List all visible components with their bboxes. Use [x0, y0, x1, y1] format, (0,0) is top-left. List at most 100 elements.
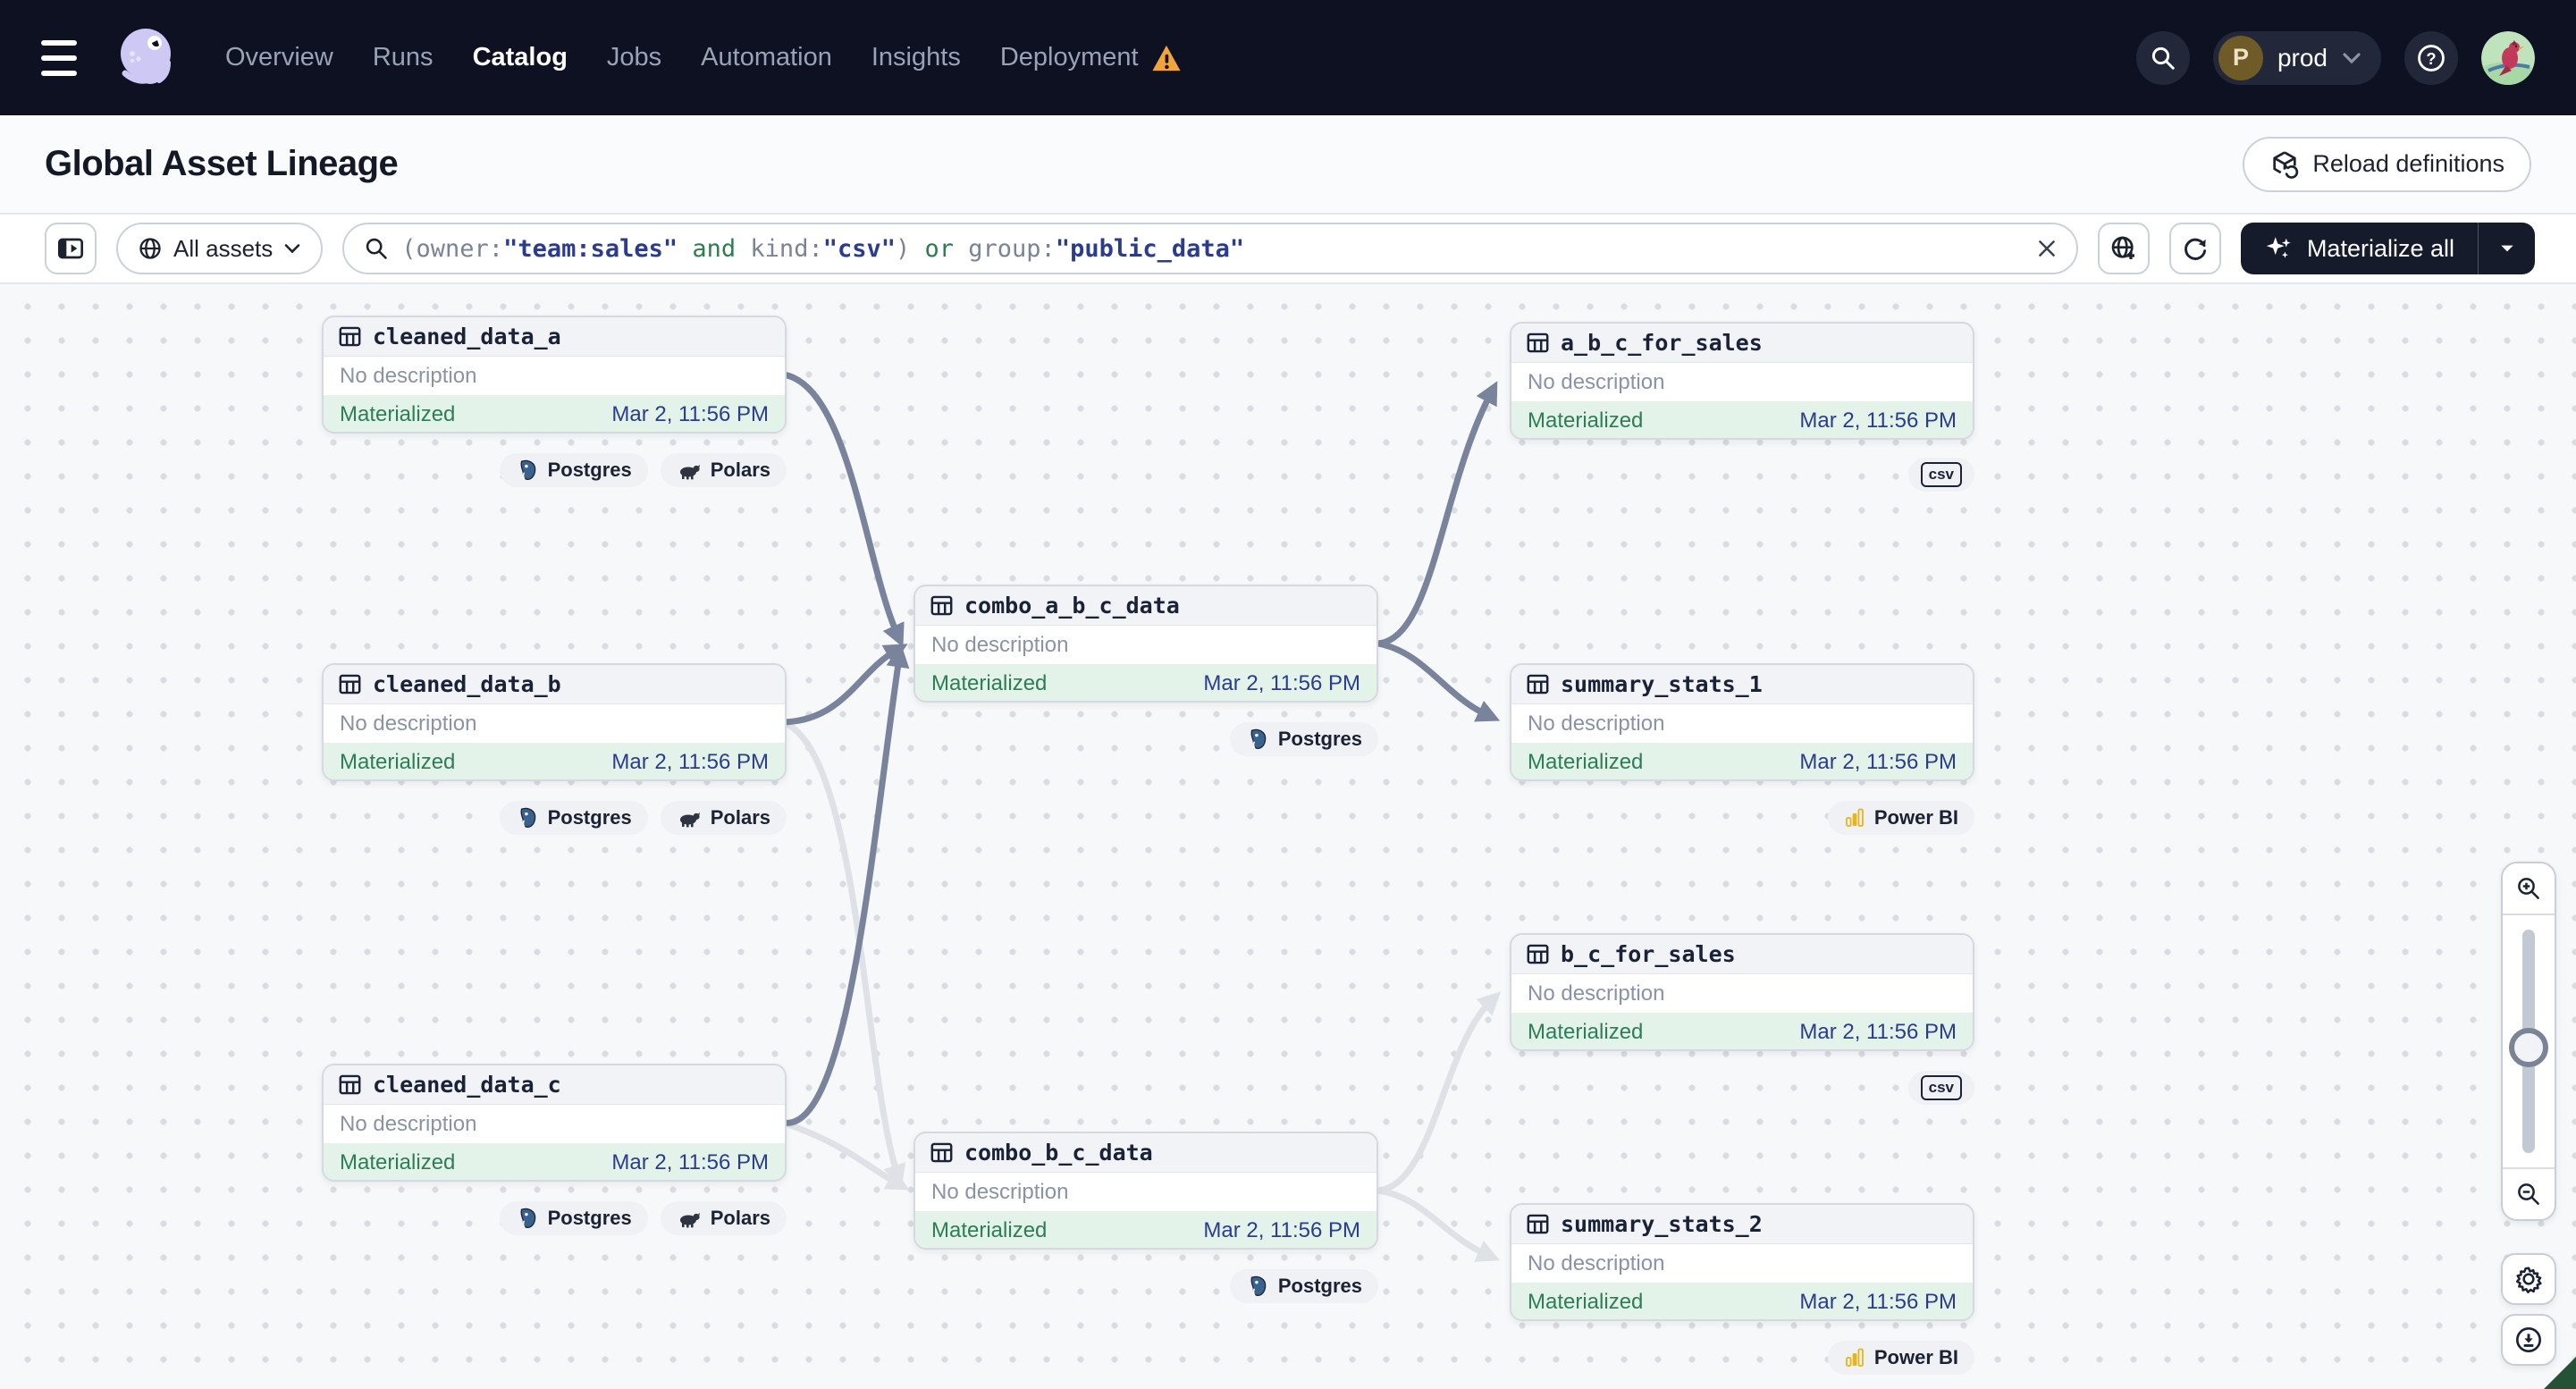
kind-tag-csv[interactable]: csv [1907, 458, 1974, 492]
lineage-scope-button[interactable] [2097, 223, 2150, 274]
asset-node-combo-b-c-data[interactable]: combo_b_c_data No description Materializ… [913, 1132, 1378, 1250]
zoom-out-button[interactable] [2503, 1167, 2555, 1219]
lineage-canvas[interactable]: cleaned_data_a No description Materializ… [0, 284, 2576, 1389]
powerbi-icon [1845, 808, 1864, 827]
asset-name: combo_a_b_c_data [964, 593, 1180, 619]
asset-node-cleaned-data-b[interactable]: cleaned_data_b No description Materializ… [322, 663, 787, 781]
asset-status-row[interactable]: Materialized Mar 2, 11:56 PM [915, 664, 1376, 701]
graph-settings-button[interactable] [2501, 1253, 2556, 1305]
refresh-button[interactable] [2168, 223, 2221, 274]
asset-status-row[interactable]: Materialized Mar 2, 11:56 PM [915, 1211, 1376, 1248]
asset-scope-label: All assets [173, 234, 274, 262]
deployment-switcher[interactable]: P prod [2212, 30, 2381, 85]
svg-text:?: ? [2426, 49, 2436, 68]
clear-search-icon[interactable] [2035, 237, 2058, 260]
nav-item-automation[interactable]: Automation [701, 43, 832, 72]
chevron-down-icon [2500, 245, 2513, 252]
asset-node-combo-a-b-c-data[interactable]: combo_a_b_c_data No description Material… [913, 585, 1378, 703]
open-left-panel-button[interactable] [45, 223, 97, 274]
status-badge: Materialized [340, 1150, 456, 1174]
asset-tags-summary-stats-2: Power BI [1510, 1341, 1974, 1375]
kind-tag-powerbi[interactable]: Power BI [1827, 801, 1974, 835]
asset-node-a-b-c-for-sales[interactable]: a_b_c_for_sales No description Materiali… [1510, 322, 1974, 440]
powerbi-icon [1845, 1348, 1864, 1367]
asset-status-row[interactable]: Materialized Mar 2, 11:56 PM [1511, 743, 1973, 779]
materialize-options-button[interactable] [2478, 223, 2535, 274]
kind-tag-postgres[interactable]: Postgres [499, 801, 648, 835]
kind-tag-polars[interactable]: Polars [660, 1201, 787, 1235]
asset-node-summary-stats-1[interactable]: summary_stats_1 No description Materiali… [1510, 663, 1974, 781]
kind-tag-powerbi[interactable]: Power BI [1827, 1341, 1974, 1375]
kind-tag-polars[interactable]: Polars [660, 453, 787, 487]
asset-status-row[interactable]: Materialized Mar 2, 11:56 PM [324, 743, 785, 779]
kind-tag-postgres[interactable]: Postgres [1229, 1269, 1378, 1303]
hamburger-menu-icon[interactable] [41, 39, 82, 76]
kind-tag-csv[interactable]: csv [1907, 1071, 1974, 1105]
user-avatar[interactable] [2481, 30, 2535, 85]
nav-item-overview[interactable]: Overview [225, 43, 333, 72]
zoom-in-button[interactable] [2503, 863, 2555, 915]
nav-item-runs[interactable]: Runs [372, 43, 434, 72]
kind-tag-postgres[interactable]: Postgres [499, 1201, 648, 1235]
asset-status-row[interactable]: Materialized Mar 2, 11:56 PM [324, 1143, 785, 1180]
asset-status-row[interactable]: Materialized Mar 2, 11:56 PM [324, 395, 785, 432]
materialize-all-label: Materialize all [2306, 234, 2454, 262]
reload-definitions-label: Reload definitions [2312, 150, 2504, 177]
asset-name: b_c_for_sales [1561, 941, 1736, 967]
materialization-timestamp: Mar 2, 11:56 PM [1799, 750, 1957, 774]
asset-node-b-c-for-sales[interactable]: b_c_for_sales No description Materialize… [1510, 933, 1974, 1051]
postgres-icon [1250, 1275, 1267, 1296]
asset-node-cleaned-data-a[interactable]: cleaned_data_a No description Materializ… [322, 316, 787, 434]
asset-description: No description [340, 363, 477, 388]
edge-combo-bc-to-summary-2 [1377, 1187, 1501, 1262]
status-badge: Materialized [340, 402, 456, 426]
asset-description: No description [340, 711, 477, 736]
reload-package-icon [2273, 150, 2299, 179]
edge-combo-abc-to-summary-1 [1377, 640, 1501, 722]
materialization-timestamp: Mar 2, 11:56 PM [1799, 408, 1957, 433]
help-button[interactable]: ? [2404, 30, 2458, 85]
corner-accent [2544, 1357, 2576, 1389]
materialize-all-split-button: Materialize all [2240, 223, 2535, 274]
nav-item-insights[interactable]: Insights [871, 43, 961, 72]
gear-icon [2515, 1267, 2542, 1293]
dagster-logo[interactable] [113, 23, 182, 93]
asset-scope-dropdown[interactable]: All assets [116, 223, 324, 274]
asset-search-input[interactable]: (owner:"team:sales" and kind:"csv") or g… [342, 223, 2078, 274]
asset-node-cleaned-data-c[interactable]: cleaned_data_c No description Materializ… [322, 1064, 787, 1182]
nav-item-jobs[interactable]: Jobs [606, 43, 662, 72]
postgres-icon [520, 1208, 535, 1228]
asset-name: summary_stats_2 [1561, 1211, 1763, 1237]
zoom-in-icon [2518, 878, 2539, 899]
nav-item-deployment[interactable]: Deployment [1000, 43, 1182, 72]
asset-description: No description [340, 1111, 477, 1136]
materialization-timestamp: Mar 2, 11:56 PM [611, 402, 769, 426]
asset-status-row[interactable]: Materialized Mar 2, 11:56 PM [1511, 1283, 1973, 1319]
kind-tag-postgres[interactable]: Postgres [499, 453, 648, 487]
asset-tags-b-c-for-sales: csv [1510, 1071, 1974, 1105]
materialization-timestamp: Mar 2, 11:56 PM [611, 750, 769, 774]
nav-links: Overview Runs Catalog Jobs Automation In… [225, 43, 1182, 72]
asset-tags-combo-a-b-c-data: Postgres [913, 722, 1378, 756]
asset-name: cleaned_data_b [373, 671, 561, 697]
asset-status-row[interactable]: Materialized Mar 2, 11:56 PM [1511, 401, 1973, 438]
asset-node-summary-stats-2[interactable]: summary_stats_2 No description Materiali… [1510, 1203, 1974, 1321]
page-header: Global Asset Lineage Reload definitions [0, 115, 2576, 215]
asset-status-row[interactable]: Materialized Mar 2, 11:56 PM [1511, 1013, 1973, 1049]
zoom-slider-thumb[interactable] [2509, 1028, 2548, 1067]
search-button[interactable] [2135, 30, 2190, 85]
kind-tag-postgres[interactable]: Postgres [1229, 722, 1378, 756]
kind-tag-polars[interactable]: Polars [660, 801, 787, 835]
materialize-all-button[interactable]: Materialize all [2241, 223, 2478, 274]
edge-cleaned-c-to-combo-abc [782, 644, 910, 1126]
asset-description: No description [1528, 369, 1665, 394]
zoom-slider[interactable] [2503, 915, 2555, 1167]
reload-definitions-button[interactable]: Reload definitions [2243, 136, 2531, 192]
lineage-edges [781, 371, 1502, 1262]
status-badge: Materialized [1528, 1020, 1644, 1044]
asset-tags-cleaned-data-b: Postgres Polars [322, 801, 787, 835]
nav-item-catalog[interactable]: Catalog [472, 43, 568, 72]
edge-cleaned-b-to-combo-abc [782, 644, 908, 726]
asset-name: combo_b_c_data [964, 1140, 1153, 1166]
asset-name: cleaned_data_c [373, 1072, 561, 1098]
